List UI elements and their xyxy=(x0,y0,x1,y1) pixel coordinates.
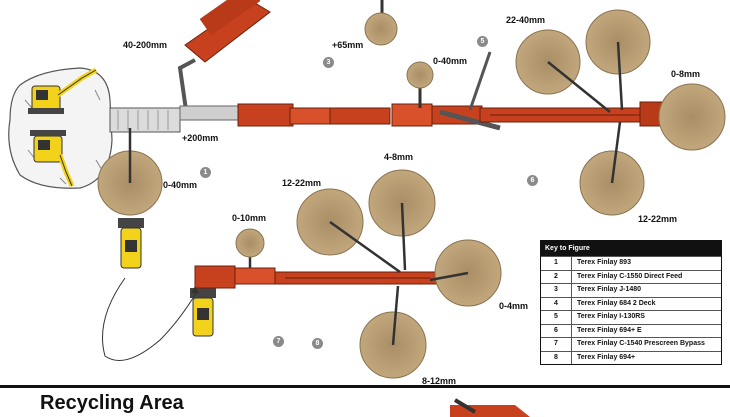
excavator-top xyxy=(28,67,98,114)
label-plus65mm: +65mm xyxy=(332,40,364,50)
conveyors-694-lower xyxy=(329,202,469,346)
excavator-bottom xyxy=(30,130,75,187)
loader-path-arrow xyxy=(102,277,199,361)
key-name: Terex Finlay 893 xyxy=(577,259,631,266)
conveyors-694e xyxy=(547,41,624,184)
section-title: Recycling Area xyxy=(40,392,184,414)
marker-3: 3 xyxy=(323,57,334,68)
key-num: 2 xyxy=(541,270,572,283)
label-0-10mm: 0-10mm xyxy=(232,213,267,223)
main-process-line xyxy=(179,101,681,131)
recycling-machine xyxy=(450,405,530,417)
key-row: 3 Terex Finlay J-1480 xyxy=(541,283,721,297)
key-name: Terex Finlay C-1550 Direct Feed xyxy=(577,272,683,280)
quarry-texture xyxy=(24,89,103,185)
key-row: 5 Terex Finlay I-130RS xyxy=(541,310,721,324)
marker-7: 7 xyxy=(273,336,284,347)
key-num: 8 xyxy=(541,351,572,364)
stockpile-plus65 xyxy=(364,12,398,46)
quarry-face xyxy=(8,67,113,189)
wheel-loader-bottom xyxy=(190,288,216,337)
label-0-4mm: 0-4mm xyxy=(499,301,529,311)
label-12-22mm-mid: 12-22mm xyxy=(282,178,322,188)
key-num: 3 xyxy=(541,284,572,297)
label-4-8mm: 4-8mm xyxy=(384,152,414,162)
machine-top-left xyxy=(177,0,271,111)
key-num: 7 xyxy=(541,338,572,351)
marker-8: 8 xyxy=(312,338,323,349)
key-name: Terex Finlay 684 2 Deck xyxy=(577,299,656,307)
label-0-40mm-top: 0-40mm xyxy=(433,56,468,66)
key-name: Terex Finlay I-130RS xyxy=(577,313,645,320)
key-num: 5 xyxy=(541,311,572,324)
conveyor-i130 xyxy=(468,51,492,111)
key-row: 2 Terex Finlay C-1550 Direct Feed xyxy=(541,269,721,283)
key-row: 4 Terex Finlay 684 2 Deck xyxy=(541,296,721,310)
label-12-22mm-right: 12-22mm xyxy=(638,214,678,224)
key-name: Terex Finlay J-1480 xyxy=(577,286,642,293)
key-row: 6 Terex Finlay 694+ E xyxy=(541,323,721,337)
key-row: 1 Terex Finlay 893 xyxy=(541,256,721,270)
feeder-893 xyxy=(109,107,181,133)
key-num: 1 xyxy=(541,257,572,270)
key-name: Terex Finlay C-1540 Prescreen Bypass xyxy=(577,340,705,347)
stockpile-0-40-top xyxy=(406,61,434,89)
key-row: 8 Terex Finlay 694+ xyxy=(541,350,721,364)
key-title: Key to Figure xyxy=(541,241,721,256)
marker-5: 5 xyxy=(477,36,488,47)
label-0-8mm: 0-8mm xyxy=(671,69,701,79)
key-num: 4 xyxy=(541,297,572,310)
section-divider xyxy=(0,385,730,388)
key-row: 7 Terex Finlay C-1540 Prescreen Bypass xyxy=(541,337,721,351)
lower-process-line xyxy=(194,244,441,289)
label-plus200mm: +200mm xyxy=(182,133,219,143)
wheel-loader-left xyxy=(118,218,144,269)
arrow-head xyxy=(191,286,199,294)
recycling-conveyor xyxy=(453,398,477,414)
stockpile-0-8 xyxy=(658,83,726,151)
label-8-12mm: 8-12mm xyxy=(422,376,457,386)
key-num: 6 xyxy=(541,324,572,337)
label-22-40mm: 22-40mm xyxy=(506,15,546,25)
key-name: Terex Finlay 694+ E xyxy=(577,326,642,334)
marker-6: 6 xyxy=(527,175,538,186)
marker-1: 1 xyxy=(200,167,211,178)
stockpile-0-10 xyxy=(235,228,265,258)
label-0-40mm-left: 0-40mm xyxy=(163,180,198,190)
label-40-200mm: 40-200mm xyxy=(123,40,168,50)
key-name: Terex Finlay 694+ xyxy=(577,353,636,361)
